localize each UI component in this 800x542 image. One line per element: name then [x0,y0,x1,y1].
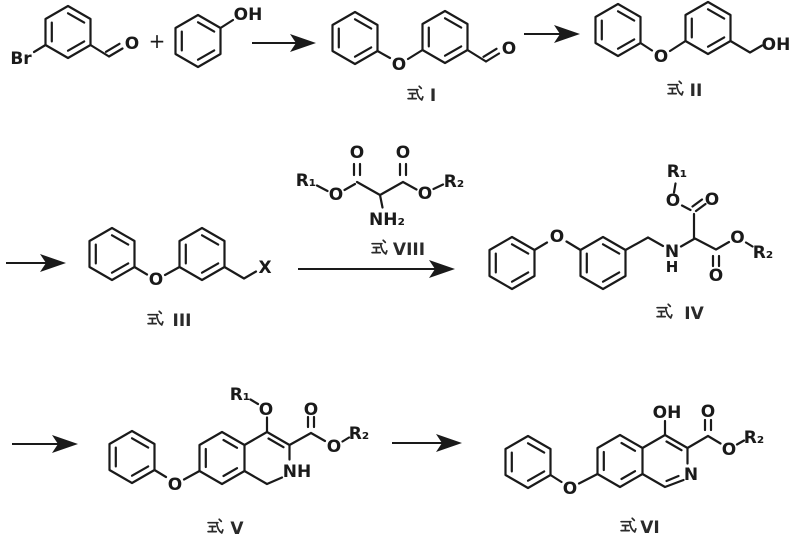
atom-label-o-bridge: O [392,55,406,75]
formula-3-numeral: III [173,311,192,331]
benzene-ring [331,10,379,66]
benzene-ring [44,4,92,60]
atom-label-o-bridge: O [563,479,577,499]
shi-character [147,310,164,326]
benzene-ring [594,2,642,58]
atom-label-o-ester1: O [329,185,343,205]
bonds [376,47,501,63]
atom-label-o-carbonyl1: O [350,143,364,163]
atom-label-r2: R₂ [444,172,465,192]
formula-2-numeral: II [690,81,703,101]
atom-label-o-ester2: O [418,184,432,204]
atom-label-o: O [502,39,516,59]
formula-1-numeral: I [430,86,436,106]
atom-label-nh: NH [283,462,311,482]
atom-label-o-ester: O [722,440,736,460]
atom-label-n: N [665,242,679,262]
molecule-formula-2: O OH II [594,0,791,101]
molecule-bromobenzaldehyde: Br O [10,4,139,69]
atom-label-r2: R₂ [753,243,774,263]
atom-label-o-r1: O [259,400,273,420]
benzene-ring [684,0,732,56]
atom-label-r1: R₁ [667,162,688,182]
shi-character [620,517,637,533]
bonds [639,39,764,54]
atom-label-r2: R₂ [349,424,370,444]
atom-label-oh: OH [234,5,263,25]
atom-label-r1: R₁ [230,385,251,405]
atom-label-oh: OH [653,403,682,423]
formula-1-caption: I [407,85,436,106]
atom-label-o-bridge: O [168,475,182,495]
atom-label-nh2: NH₂ [369,210,405,230]
atom-label-o-bridge: O [550,227,564,247]
plus-sign: + [149,29,166,53]
shi-character [371,239,388,255]
benzene-ring [174,13,222,69]
benzene-ring [488,235,536,291]
benzene-ring [421,9,469,65]
bonds [549,418,746,489]
formula-6-caption: VI [620,517,660,538]
formula-6-numeral: VI [640,518,659,538]
formula-4-numeral: IV [684,304,704,324]
atom-label-o: O [125,34,139,54]
atom-label-o-carbonyl: O [304,400,318,420]
benzene-ring [88,226,136,282]
benzene-ring [108,429,156,485]
molecule-formula-4: O N H R₁ O O O O R₂ IV [488,162,774,324]
molecule-formula-6: O OH O O R₂ N VI [504,402,765,538]
formula-3-caption: III [147,310,192,331]
shi-character [656,303,673,319]
benzene-ring [178,226,226,282]
molecule-formula-3: O X III [88,226,272,331]
bonds [153,398,351,486]
atom-label-o-carbonyl2: O [396,143,410,163]
benzene-ring [504,434,552,490]
atom-label-o-carbonyl1: O [705,190,719,210]
formula-8-numeral: VIII [393,240,425,260]
molecule-formula-1: O O I [331,9,516,106]
benzene-ring [579,235,627,291]
atom-label-o-bridge: O [654,47,668,67]
atom-label-o-carbonyl: O [701,402,715,422]
molecule-formula-5: O R₁ O O O R₂ NH V [108,385,370,539]
atom-label-oh: OH [762,35,791,55]
atom-label-o-ester2: O [730,228,744,248]
atom-label-o-bridge: O [149,270,163,290]
molecule-phenol: OH [174,5,263,69]
formula-4-caption: IV [656,303,705,324]
bonds [32,42,124,58]
atom-label-o-carbonyl2: O [709,266,723,286]
formula-5-numeral: V [230,519,244,539]
atom-label-r1: R₁ [296,171,317,191]
atom-label-x: X [258,258,271,278]
atom-label-h: H [666,258,679,276]
shi-character [667,80,684,96]
atom-label-n: N [684,465,698,485]
atom-label-r2: R₂ [744,428,765,448]
formula-2-caption: II [667,80,703,101]
formula-5-caption: V [207,518,244,539]
bonds [533,182,754,268]
shi-character [407,85,424,101]
molecule-formula-8: R₁ O O O NH₂ O R₂ VIII [296,143,465,260]
formula-8-caption: VIII [371,239,425,260]
shi-character [207,518,224,534]
bonds [219,18,235,30]
atom-label-o-ester: O [327,437,341,457]
atom-label-o-ester1: O [666,191,680,211]
bonds [133,265,258,280]
bonds [315,162,445,209]
atom-label-br: Br [10,49,32,69]
